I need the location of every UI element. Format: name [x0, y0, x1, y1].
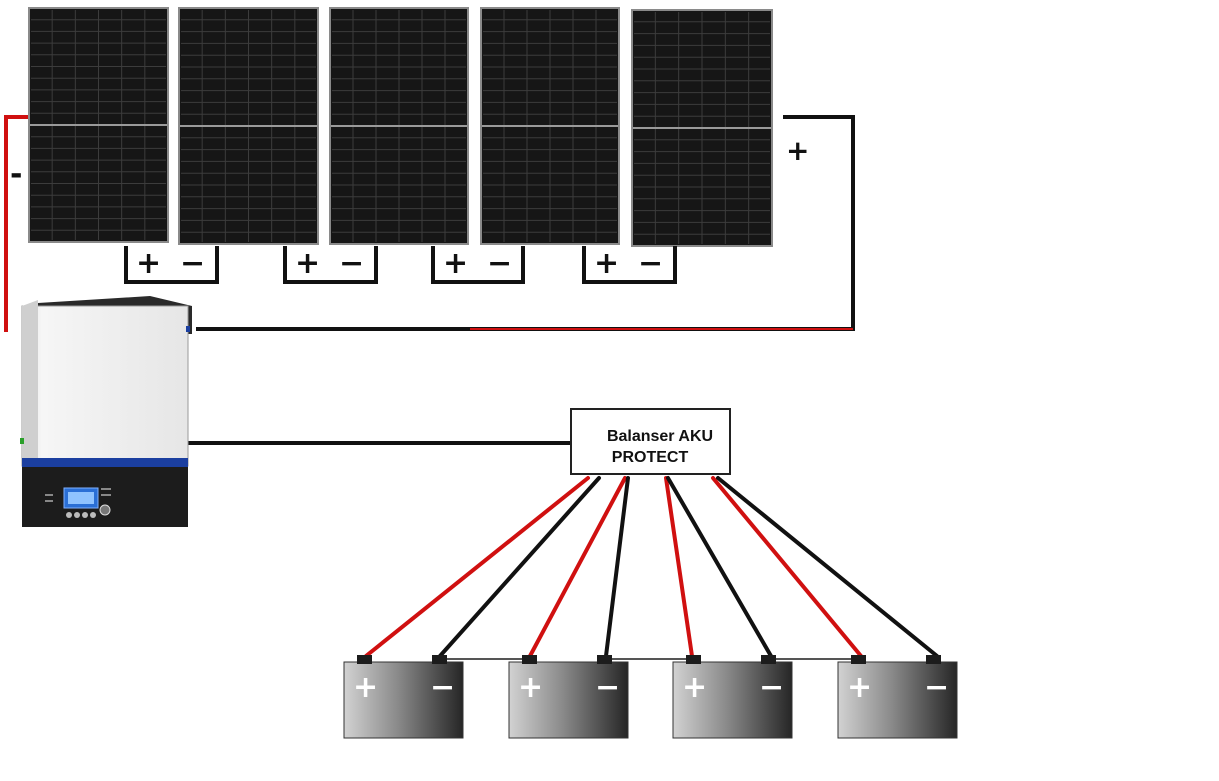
battery-plus-symbol: + — [682, 670, 707, 705]
plus-symbol: + — [594, 246, 619, 281]
solar-panel-icon — [631, 9, 773, 247]
battery-minus-symbol: − — [924, 670, 949, 705]
battery-plus-symbol: + — [353, 670, 378, 705]
minus-symbol: − — [487, 246, 512, 281]
battery-icon: +− — [508, 655, 629, 739]
balance-lead-negative — [666, 476, 773, 658]
minus-symbol: − — [638, 246, 663, 281]
balance-lead-positive — [528, 476, 627, 658]
battery-plus-symbol: + — [518, 670, 543, 705]
minus-symbol: − — [180, 246, 205, 281]
battery-minus-symbol: − — [595, 670, 620, 705]
balance-lead-positive — [664, 476, 694, 658]
panel-jumper: +− — [582, 246, 677, 284]
batteries: +−+−+−+− — [343, 655, 958, 739]
panel-jumper: +− — [283, 246, 378, 284]
panel-jumper: +− — [124, 246, 219, 284]
balance-lead-negative — [716, 476, 939, 658]
balancer-label-line1: Balanser AKU — [607, 428, 713, 445]
balance-lead-negative — [604, 476, 630, 658]
balancer-icon: Balanser AKU PROTECT — [570, 408, 731, 475]
battery-minus-symbol: − — [430, 670, 455, 705]
solar-panel-icon — [28, 7, 169, 243]
plus-symbol: + — [295, 246, 320, 281]
balancer-leads — [364, 476, 939, 658]
battery-minus-symbol: − — [759, 670, 784, 705]
battery-icon: +− — [343, 655, 464, 739]
panel-jumper: +− — [431, 246, 525, 284]
plus-symbol: + — [443, 246, 468, 281]
battery-plus-symbol: + — [847, 670, 872, 705]
solar-panel-icon — [480, 7, 620, 245]
solar-panel-icon — [178, 7, 319, 245]
solar-panels — [28, 7, 773, 247]
inverter-icon — [20, 296, 192, 527]
string-positive-symbol: + — [786, 134, 809, 167]
balancer-box — [570, 408, 731, 475]
battery-icon: +− — [837, 655, 958, 739]
balance-lead-positive — [364, 476, 590, 658]
battery-icon: +− — [672, 655, 793, 739]
balance-lead-positive — [711, 476, 863, 658]
balance-lead-negative — [438, 476, 601, 658]
main-wires — [4, 115, 855, 445]
solar-panel-icon — [329, 7, 469, 245]
minus-symbol: − — [339, 246, 364, 281]
plus-symbol: + — [136, 246, 161, 281]
string-negative-wire — [4, 115, 30, 332]
string-negative-symbol: - — [10, 157, 22, 192]
balancer-label-line2: PROTECT — [612, 449, 689, 466]
panel-jumpers: +−+−+−+− — [124, 246, 677, 284]
